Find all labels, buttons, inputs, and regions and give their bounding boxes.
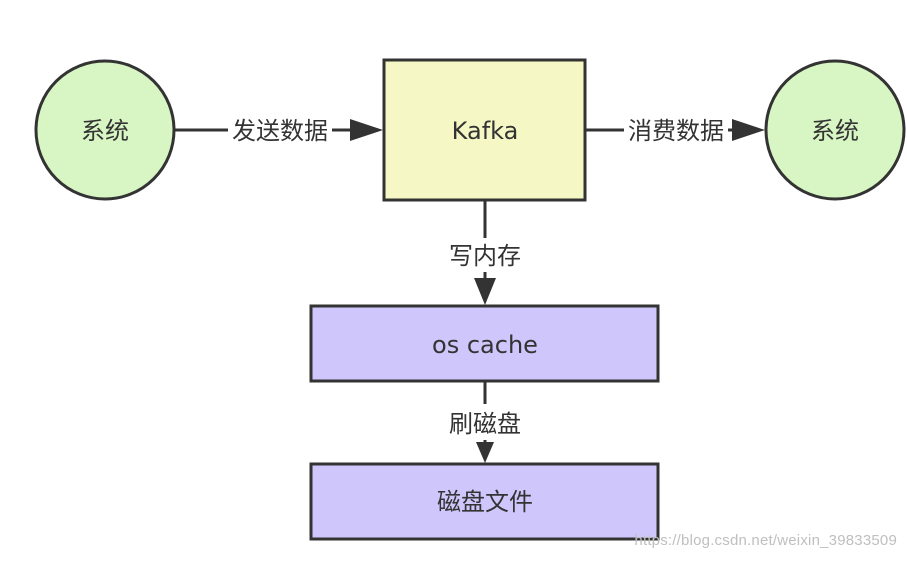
node-consumer-system: 系统 [764, 59, 906, 201]
node-label-consumer: 系统 [811, 117, 859, 145]
node-kafka: Kafka [382, 58, 587, 202]
edge-label-send: 发送数据 [232, 117, 328, 145]
node-os-cache: os cache [309, 304, 660, 383]
node-disk-file: 磁盘文件 [309, 462, 660, 541]
node-label-os-cache: os cache [432, 331, 538, 359]
node-label-producer: 系统 [81, 117, 129, 145]
edge-send-data: 发送数据 [174, 117, 383, 145]
arrowhead-icon [732, 119, 765, 141]
node-producer-system: 系统 [34, 59, 176, 201]
edge-flush-disk: 刷磁盘 [449, 381, 521, 463]
edge-write-memory: 写内存 [449, 200, 521, 305]
edge-label-write-memory: 写内存 [449, 242, 521, 270]
arrowhead-icon [474, 278, 496, 305]
arrowhead-icon [476, 442, 494, 463]
edge-label-consume: 消费数据 [628, 117, 724, 145]
node-label-disk-file: 磁盘文件 [437, 488, 533, 516]
edge-label-flush-disk: 刷磁盘 [449, 410, 521, 438]
edge-consume-data: 消费数据 [586, 117, 765, 145]
node-label-kafka: Kafka [452, 117, 519, 145]
watermark-text: https://blog.csdn.net/weixin_39833509 [634, 532, 897, 549]
arrowhead-icon [350, 119, 383, 141]
